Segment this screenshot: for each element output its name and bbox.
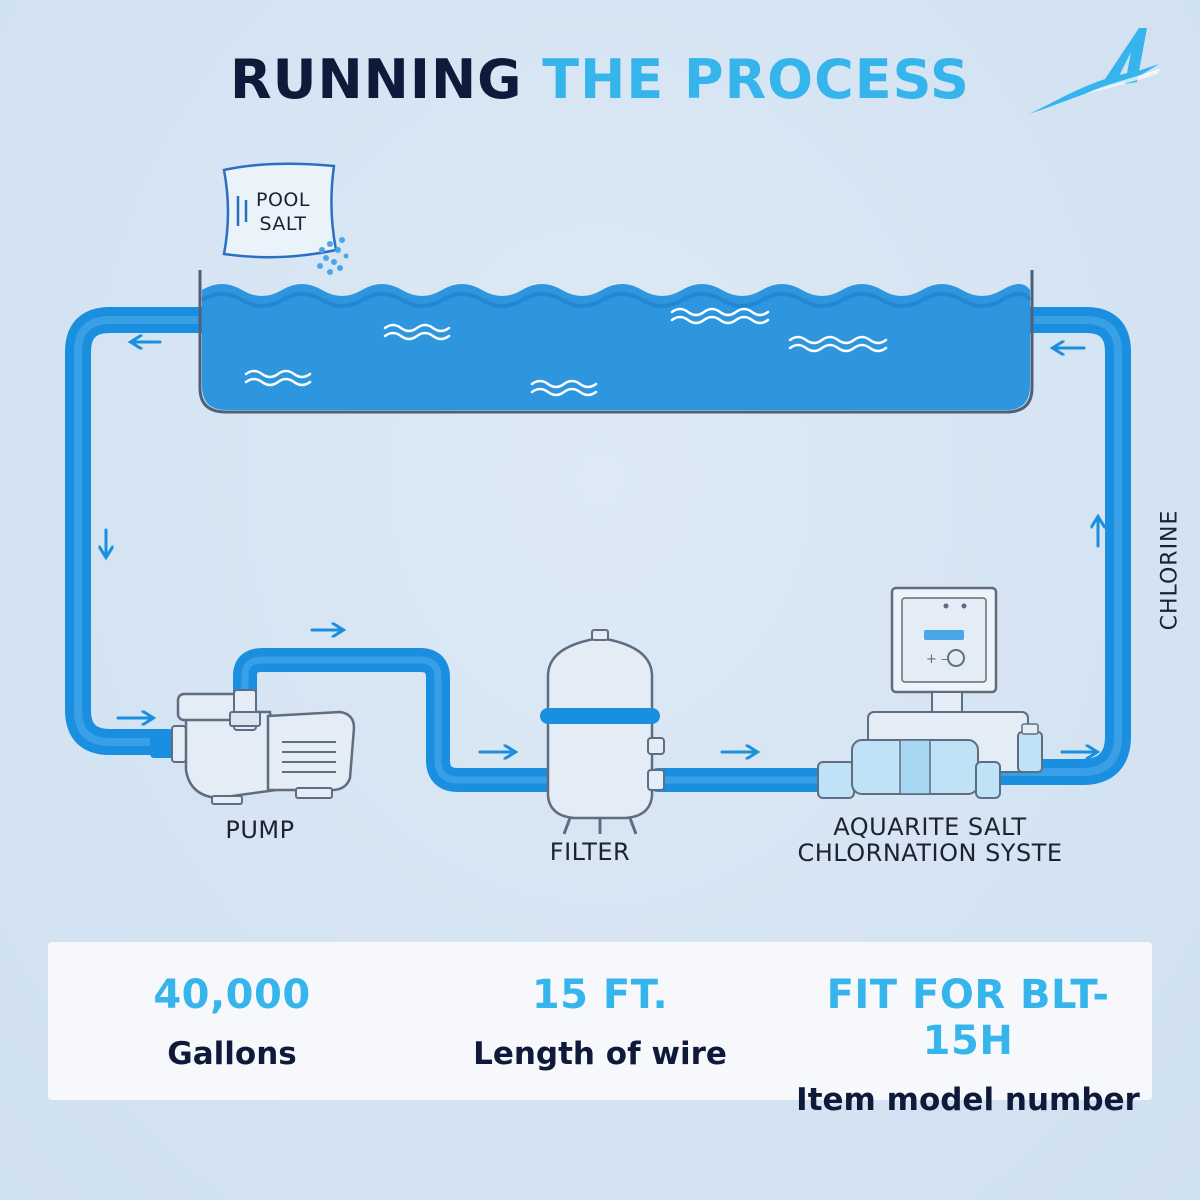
pool-tank [198, 270, 1034, 414]
filter-icon [540, 629, 665, 835]
salt-label: POOL SALT [248, 188, 318, 236]
pipe-loop [65, 307, 1131, 792]
salt-label-line-2: SALT [259, 213, 307, 235]
salt-label-line-1: POOL [256, 189, 310, 211]
stat-wire-length-value: 15 FT. [531, 972, 669, 1018]
svg-text:+ –: + – [926, 652, 948, 667]
chlorine-label-text: CHLORINE [1157, 509, 1183, 631]
process-diagram: + – [65, 162, 1131, 835]
stat-wire-length: 15 FT. Length of wire [416, 942, 784, 1100]
stat-capacity-value: 40,000 [153, 972, 311, 1018]
stat-capacity-caption: Gallons [167, 1036, 297, 1072]
stat-model: FIT FOR BLT-15H Item model number [784, 942, 1152, 1118]
pump-icon [150, 689, 356, 805]
pump-label: PUMP [225, 816, 295, 844]
chlorine-label: CHLORINE [1140, 510, 1200, 631]
chlorinator-icon: + – [817, 586, 1043, 799]
stat-model-value: FIT FOR BLT-15H [826, 972, 1110, 1064]
system-label: AQUARITE SALT CHLORNATION SYSTE [760, 814, 1100, 866]
stat-model-caption: Item model number [796, 1082, 1140, 1118]
stat-capacity: 40,000 Gallons [48, 942, 416, 1100]
filter-label: FILTER [549, 838, 631, 866]
title-part-1: RUNNING [230, 48, 523, 111]
stat-wire-length-caption: Length of wire [473, 1036, 727, 1072]
salt-bag-icon [222, 162, 349, 275]
page-title: RUNNING THE PROCESS [0, 48, 1200, 111]
brand-logo-icon [1029, 28, 1161, 114]
title-part-2: THE PROCESS [542, 48, 970, 111]
system-label-line-1: AQUARITE SALT [833, 813, 1027, 841]
stats-panel: 40,000 Gallons 15 FT. Length of wire FIT… [48, 942, 1152, 1118]
system-label-line-2: CHLORNATION SYSTE [797, 839, 1063, 867]
flow-arrows [106, 342, 1098, 752]
